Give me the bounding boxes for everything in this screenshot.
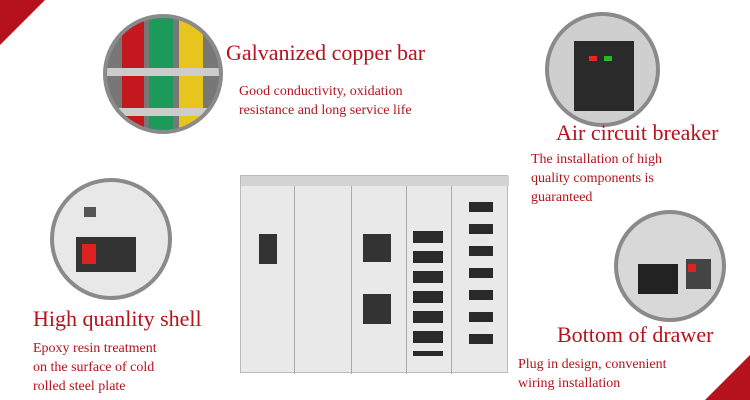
desc-line: wiring installation [518, 376, 621, 391]
drawer-bottom-image [614, 210, 726, 322]
desc-line: Good conductivity, oxidation [239, 84, 403, 99]
air-circuit-breaker-image [545, 12, 660, 127]
feature-desc-air-circuit-breaker: The installation of high quality compone… [531, 150, 662, 207]
desc-line: guaranteed [531, 190, 593, 205]
desc-line: rolled steel plate [33, 379, 126, 394]
feature-desc-copper-bar: Good conductivity, oxidation resistance … [239, 82, 412, 120]
desc-line: The installation of high [531, 152, 663, 167]
shell-image [50, 178, 172, 300]
corner-decoration-bottom-right [705, 355, 750, 400]
feature-title-shell: High quanlity shell [33, 306, 202, 331]
feature-desc-shell: Epoxy resin treatment on the surface of … [33, 339, 157, 396]
desc-line: resistance and long service life [239, 103, 412, 118]
copper-bar-image [103, 14, 223, 134]
desc-line: quality components is [531, 171, 654, 186]
switchgear-cabinet-image [240, 175, 509, 374]
desc-line: on the surface of cold [33, 360, 155, 375]
desc-line: Plug in design, convenient [518, 357, 667, 372]
feature-title-drawer-bottom: Bottom of drawer [557, 322, 714, 347]
feature-title-copper-bar: Galvanized copper bar [226, 40, 426, 65]
corner-decoration-top-left [0, 0, 45, 45]
desc-line: Epoxy resin treatment [33, 341, 157, 356]
feature-title-air-circuit-breaker: Air circuit breaker [556, 120, 719, 145]
feature-desc-drawer-bottom: Plug in design, convenient wiring instal… [518, 355, 667, 393]
